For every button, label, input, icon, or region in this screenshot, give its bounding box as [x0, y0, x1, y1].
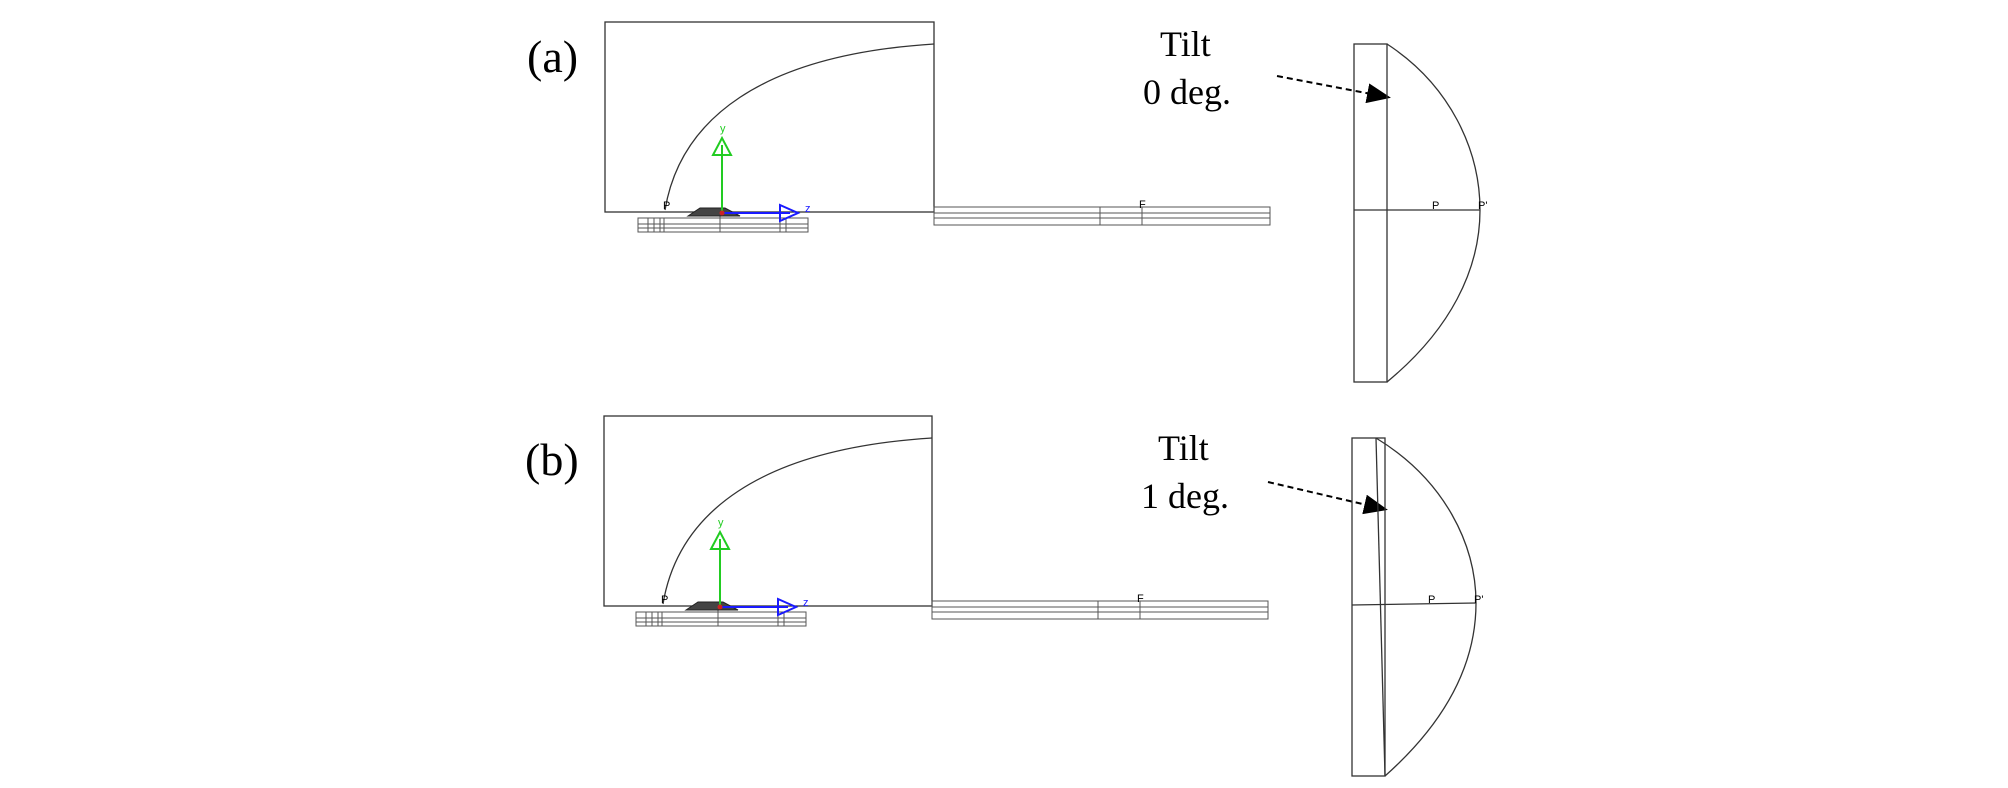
tilt-value: 0 deg.: [1143, 72, 1231, 112]
reflector-side-view: [1353, 43, 1481, 383]
point-label-p-prime: P': [1478, 200, 1487, 212]
parabola-curve: [664, 43, 935, 211]
point-label-p: P: [663, 200, 670, 212]
base-assembly: [635, 601, 807, 627]
reflector-side-view: [1351, 437, 1477, 777]
y-axis-arrow-icon: [709, 529, 731, 550]
z-axis-arrow-icon: [779, 203, 801, 223]
origin-marker: [719, 210, 725, 216]
panel-b: (b) P y z: [525, 415, 1483, 777]
z-axis-label: z: [803, 597, 809, 609]
tilt-title: Tilt: [1158, 428, 1209, 468]
z-axis-label: z: [805, 203, 811, 215]
parabola-curve: [662, 437, 933, 605]
point-label-p: P: [661, 594, 668, 606]
y-axis-label: y: [720, 123, 726, 135]
axis-triad: y z: [709, 517, 809, 617]
tilt-arrow: [1267, 481, 1388, 515]
y-axis-arrow-icon: [711, 135, 733, 156]
panel-a: (a) P y z: [527, 21, 1487, 383]
axis-triad: y z: [711, 123, 811, 223]
z-axis-arrow-icon: [777, 597, 799, 617]
point-label-p-right: P: [1432, 200, 1439, 212]
point-label-p-prime: P': [1474, 594, 1483, 606]
panel-label: (a): [527, 31, 578, 82]
housing-box: [604, 21, 935, 213]
point-label-p-right: P: [1428, 594, 1435, 606]
tilt-arrow: [1276, 75, 1391, 104]
optical-bench: [933, 206, 1271, 226]
panel-label: (b): [525, 434, 579, 485]
focus-label-f: F: [1137, 593, 1144, 605]
housing-box: [603, 415, 933, 607]
optical-bench: [931, 600, 1269, 620]
y-axis-label: y: [718, 517, 724, 529]
tilt-value: 1 deg.: [1141, 476, 1229, 516]
tilt-title: Tilt: [1160, 24, 1211, 64]
origin-marker: [717, 604, 723, 610]
focus-label-f: F: [1139, 199, 1146, 211]
